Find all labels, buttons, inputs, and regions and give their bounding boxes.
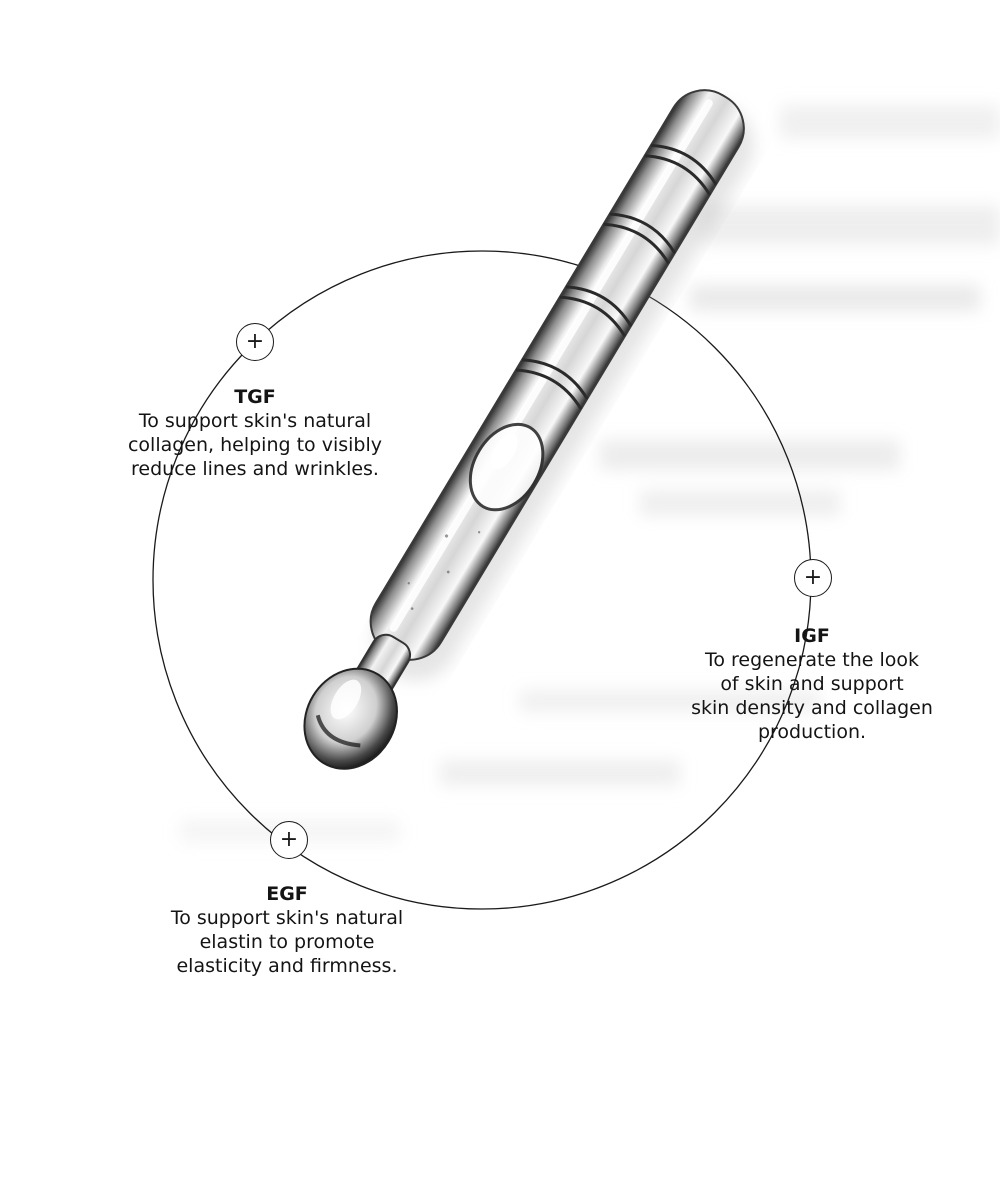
igf-callout: IGF To regenerate the look of skin and s… — [662, 624, 962, 744]
tgf-callout: TGF To support skin's natural collagen, … — [105, 385, 405, 481]
plus-icon: + — [803, 565, 823, 590]
tgf-description: To support skin's natural collagen, help… — [127, 410, 383, 480]
plus-icon: + — [245, 329, 265, 354]
egf-expand-button[interactable]: + — [270, 821, 308, 859]
igf-expand-button[interactable]: + — [794, 559, 832, 597]
dropper-rings — [515, 143, 718, 410]
igf-description: To regenerate the look of skin and suppo… — [691, 649, 933, 743]
egf-callout: EGF To support skin's natural elastin to… — [137, 882, 437, 978]
egf-description: To support skin's natural elastin to pro… — [170, 907, 404, 977]
dropper-bulb — [303, 667, 398, 770]
glass-dropper — [303, 89, 754, 770]
igf-title: IGF — [794, 625, 830, 647]
tgf-title: TGF — [234, 386, 276, 408]
plus-icon: + — [279, 827, 299, 852]
egf-title: EGF — [266, 883, 308, 905]
tgf-expand-button[interactable]: + — [236, 323, 274, 361]
motion-streaks — [180, 105, 1000, 842]
